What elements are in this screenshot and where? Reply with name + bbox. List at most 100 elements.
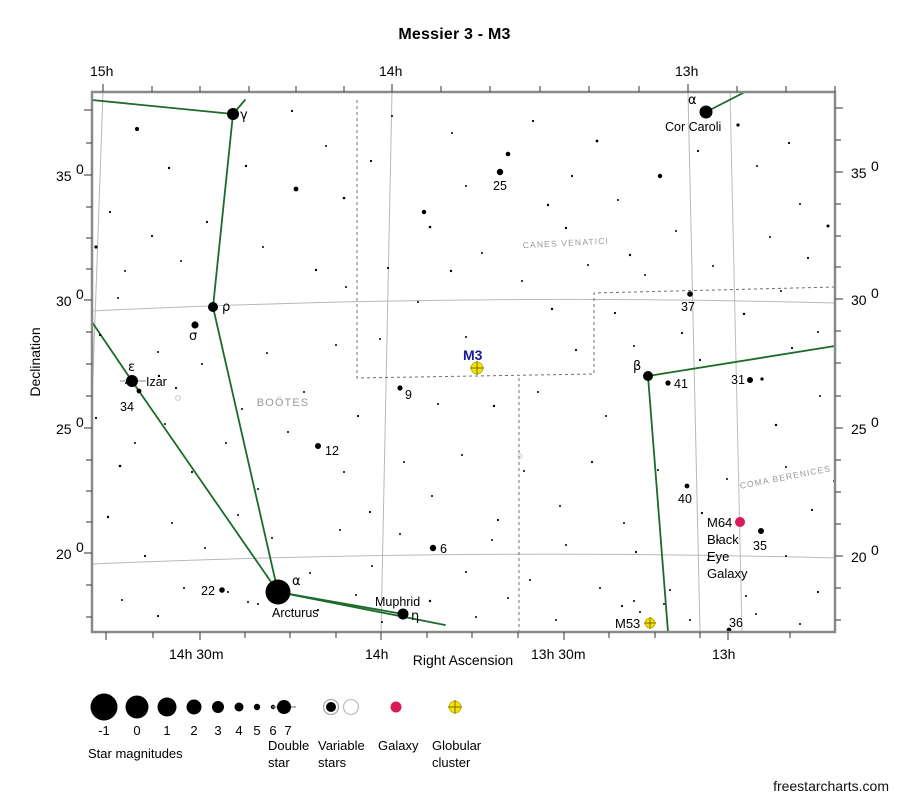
star-muphrid-label: Muphrid bbox=[375, 595, 420, 609]
numbered-star-12-label: 12 bbox=[325, 444, 339, 458]
legend-magnitudes-title: Star magnitudes bbox=[88, 746, 183, 761]
right-tick-25: 25 bbox=[851, 421, 867, 437]
star-cor-caroli-greek: α bbox=[688, 93, 697, 108]
constellation-boundary bbox=[356, 100, 835, 632]
star-arcturus: α Arcturus bbox=[265, 574, 319, 620]
numbered-star-22: 22 bbox=[201, 584, 225, 598]
right-tick-30-degree: 0 bbox=[871, 285, 879, 301]
numbered-star-25-label: 25 bbox=[493, 179, 507, 193]
dso-m53-label: M53 bbox=[615, 616, 640, 631]
star-sigma: σ bbox=[189, 321, 199, 344]
star-muphrid: η Muphrid bbox=[375, 595, 420, 624]
star-izar: ε Izar bbox=[120, 360, 167, 389]
numbered-star-34: 34 bbox=[120, 388, 142, 414]
star-beta-label: β bbox=[633, 359, 641, 374]
right-tick-30: 30 bbox=[851, 292, 867, 308]
numbered-star-35: 35 bbox=[753, 528, 767, 553]
left-tick-30: 30 bbox=[56, 293, 72, 309]
star-rho: ρ bbox=[208, 300, 230, 315]
numbered-star-25: 25 bbox=[493, 168, 507, 193]
right-axis-labels: 35 0 30 0 25 0 20 0 bbox=[851, 158, 879, 565]
numbered-star-34-label: 34 bbox=[120, 400, 134, 414]
left-axis-labels: 35 0 30 0 25 0 20 0 bbox=[56, 161, 84, 562]
top-axis-ticks bbox=[102, 84, 836, 92]
legend-mag-symbol-4 bbox=[234, 702, 244, 712]
left-axis-ticks bbox=[84, 109, 92, 618]
numbered-star-37-label: 37 bbox=[681, 300, 695, 314]
numbered-star-40: 40 bbox=[678, 483, 692, 506]
numbered-star-6: 6 bbox=[429, 542, 447, 556]
right-tick-20-degree: 0 bbox=[871, 542, 879, 558]
legend-mag-symbol-0 bbox=[125, 695, 149, 719]
legend-variable-stars-symbol bbox=[322, 698, 360, 716]
dso-m64[interactable]: M64 Black Eye Galaxy bbox=[707, 515, 748, 581]
legend-magnitude-symbols bbox=[90, 693, 288, 721]
legend-double-star-label-line2: star bbox=[268, 755, 290, 770]
numbered-star-36: 36 bbox=[726, 616, 743, 633]
right-tick-35-degree: 0 bbox=[871, 158, 879, 174]
legend-mag-label--1: -1 bbox=[98, 723, 110, 738]
right-tick-25-degree: 0 bbox=[871, 414, 879, 430]
site-credit: freestarcharts.com bbox=[773, 778, 889, 794]
legend-globular-cluster-symbol bbox=[448, 700, 462, 714]
legend: -1 0 1 2 3 4 5 6 7 Star magnitudes Doubl… bbox=[88, 693, 482, 770]
numbered-star-37: 37 bbox=[681, 291, 695, 314]
legend-mag-symbol-5 bbox=[253, 703, 261, 711]
legend-mag-label-5: 5 bbox=[253, 723, 260, 738]
field-stars bbox=[94, 109, 835, 625]
constellation-name-bootes: BOÖTES bbox=[257, 397, 309, 409]
right-tick-35: 35 bbox=[851, 165, 867, 181]
star-rho-label: ρ bbox=[222, 300, 230, 315]
dso-m64-caption-line1: Black bbox=[707, 532, 739, 547]
named-stars: α Cor Caroli ε Izar α Arcturus η Muphrid bbox=[120, 93, 721, 624]
bottom-tick-14h: 14h bbox=[365, 646, 388, 662]
bottom-axis-labels: 14h 30m 14h 13h 30m 13h bbox=[169, 646, 735, 662]
numbered-star-31-label: 31 bbox=[731, 373, 745, 387]
legend-magnitude-labels: -1 0 1 2 3 4 5 6 7 bbox=[98, 723, 291, 738]
legend-mag-label-0: 0 bbox=[133, 723, 140, 738]
numbered-star-41-label: 41 bbox=[674, 377, 688, 391]
greek-stars: γ ρ σ β bbox=[189, 108, 653, 381]
legend-mag-symbol-2 bbox=[186, 699, 202, 715]
numbered-star-12: 12 bbox=[315, 443, 339, 458]
star-izar-label: Izar bbox=[146, 375, 167, 389]
dso-m3[interactable]: M3 bbox=[463, 347, 484, 375]
bottom-tick-14h30m: 14h 30m bbox=[169, 646, 223, 662]
legend-variable-stars-label-line2: stars bbox=[318, 755, 347, 770]
constellation-name-canes-venatici: CANES VENATICI bbox=[522, 236, 609, 251]
top-axis-labels: 15h 14h 13h bbox=[90, 63, 698, 79]
left-tick-25: 25 bbox=[56, 421, 72, 437]
legend-variable-stars-label-line1: Variable bbox=[318, 738, 365, 753]
legend-double-star-symbol bbox=[272, 700, 296, 714]
top-tick-13h: 13h bbox=[675, 63, 698, 79]
star-arcturus-label: Arcturus bbox=[272, 606, 319, 620]
left-tick-25-degree: 0 bbox=[76, 414, 84, 430]
right-axis-ticks bbox=[835, 107, 843, 621]
star-gamma: γ bbox=[227, 108, 248, 123]
legend-mag-label-4: 4 bbox=[235, 723, 242, 738]
bottom-axis-ticks bbox=[105, 632, 791, 640]
dso-m53[interactable]: M53 bbox=[615, 616, 656, 631]
numbered-star-41: 41 bbox=[665, 377, 688, 391]
page-title: Messier 3 - M3 bbox=[398, 26, 511, 43]
variable-field-stars bbox=[175, 395, 523, 459]
legend-double-star-label-line1: Double bbox=[268, 738, 309, 753]
numbered-star-22-label: 22 bbox=[201, 584, 215, 598]
plot-contents bbox=[92, 92, 835, 632]
star-cor-caroli: α Cor Caroli bbox=[665, 93, 721, 134]
numbered-star-6-label: 6 bbox=[440, 542, 447, 556]
y-axis-label: Declination bbox=[27, 327, 43, 396]
legend-galaxy-symbol bbox=[390, 701, 402, 713]
deep-sky-objects: M3 M53 M64 Black Eye Galaxy bbox=[463, 347, 748, 631]
left-tick-20-degree: 0 bbox=[76, 539, 84, 555]
star-muphrid-greek: η bbox=[411, 609, 419, 624]
bottom-tick-13h30m: 13h 30m bbox=[531, 646, 585, 662]
dso-m64-caption-line3: Galaxy bbox=[707, 566, 748, 581]
top-tick-15h: 15h bbox=[90, 63, 113, 79]
dso-m64-label: M64 bbox=[707, 515, 732, 530]
numbered-star-31: 31 bbox=[731, 373, 753, 387]
legend-mag-label-7: 7 bbox=[284, 723, 291, 738]
right-tick-20: 20 bbox=[851, 549, 867, 565]
